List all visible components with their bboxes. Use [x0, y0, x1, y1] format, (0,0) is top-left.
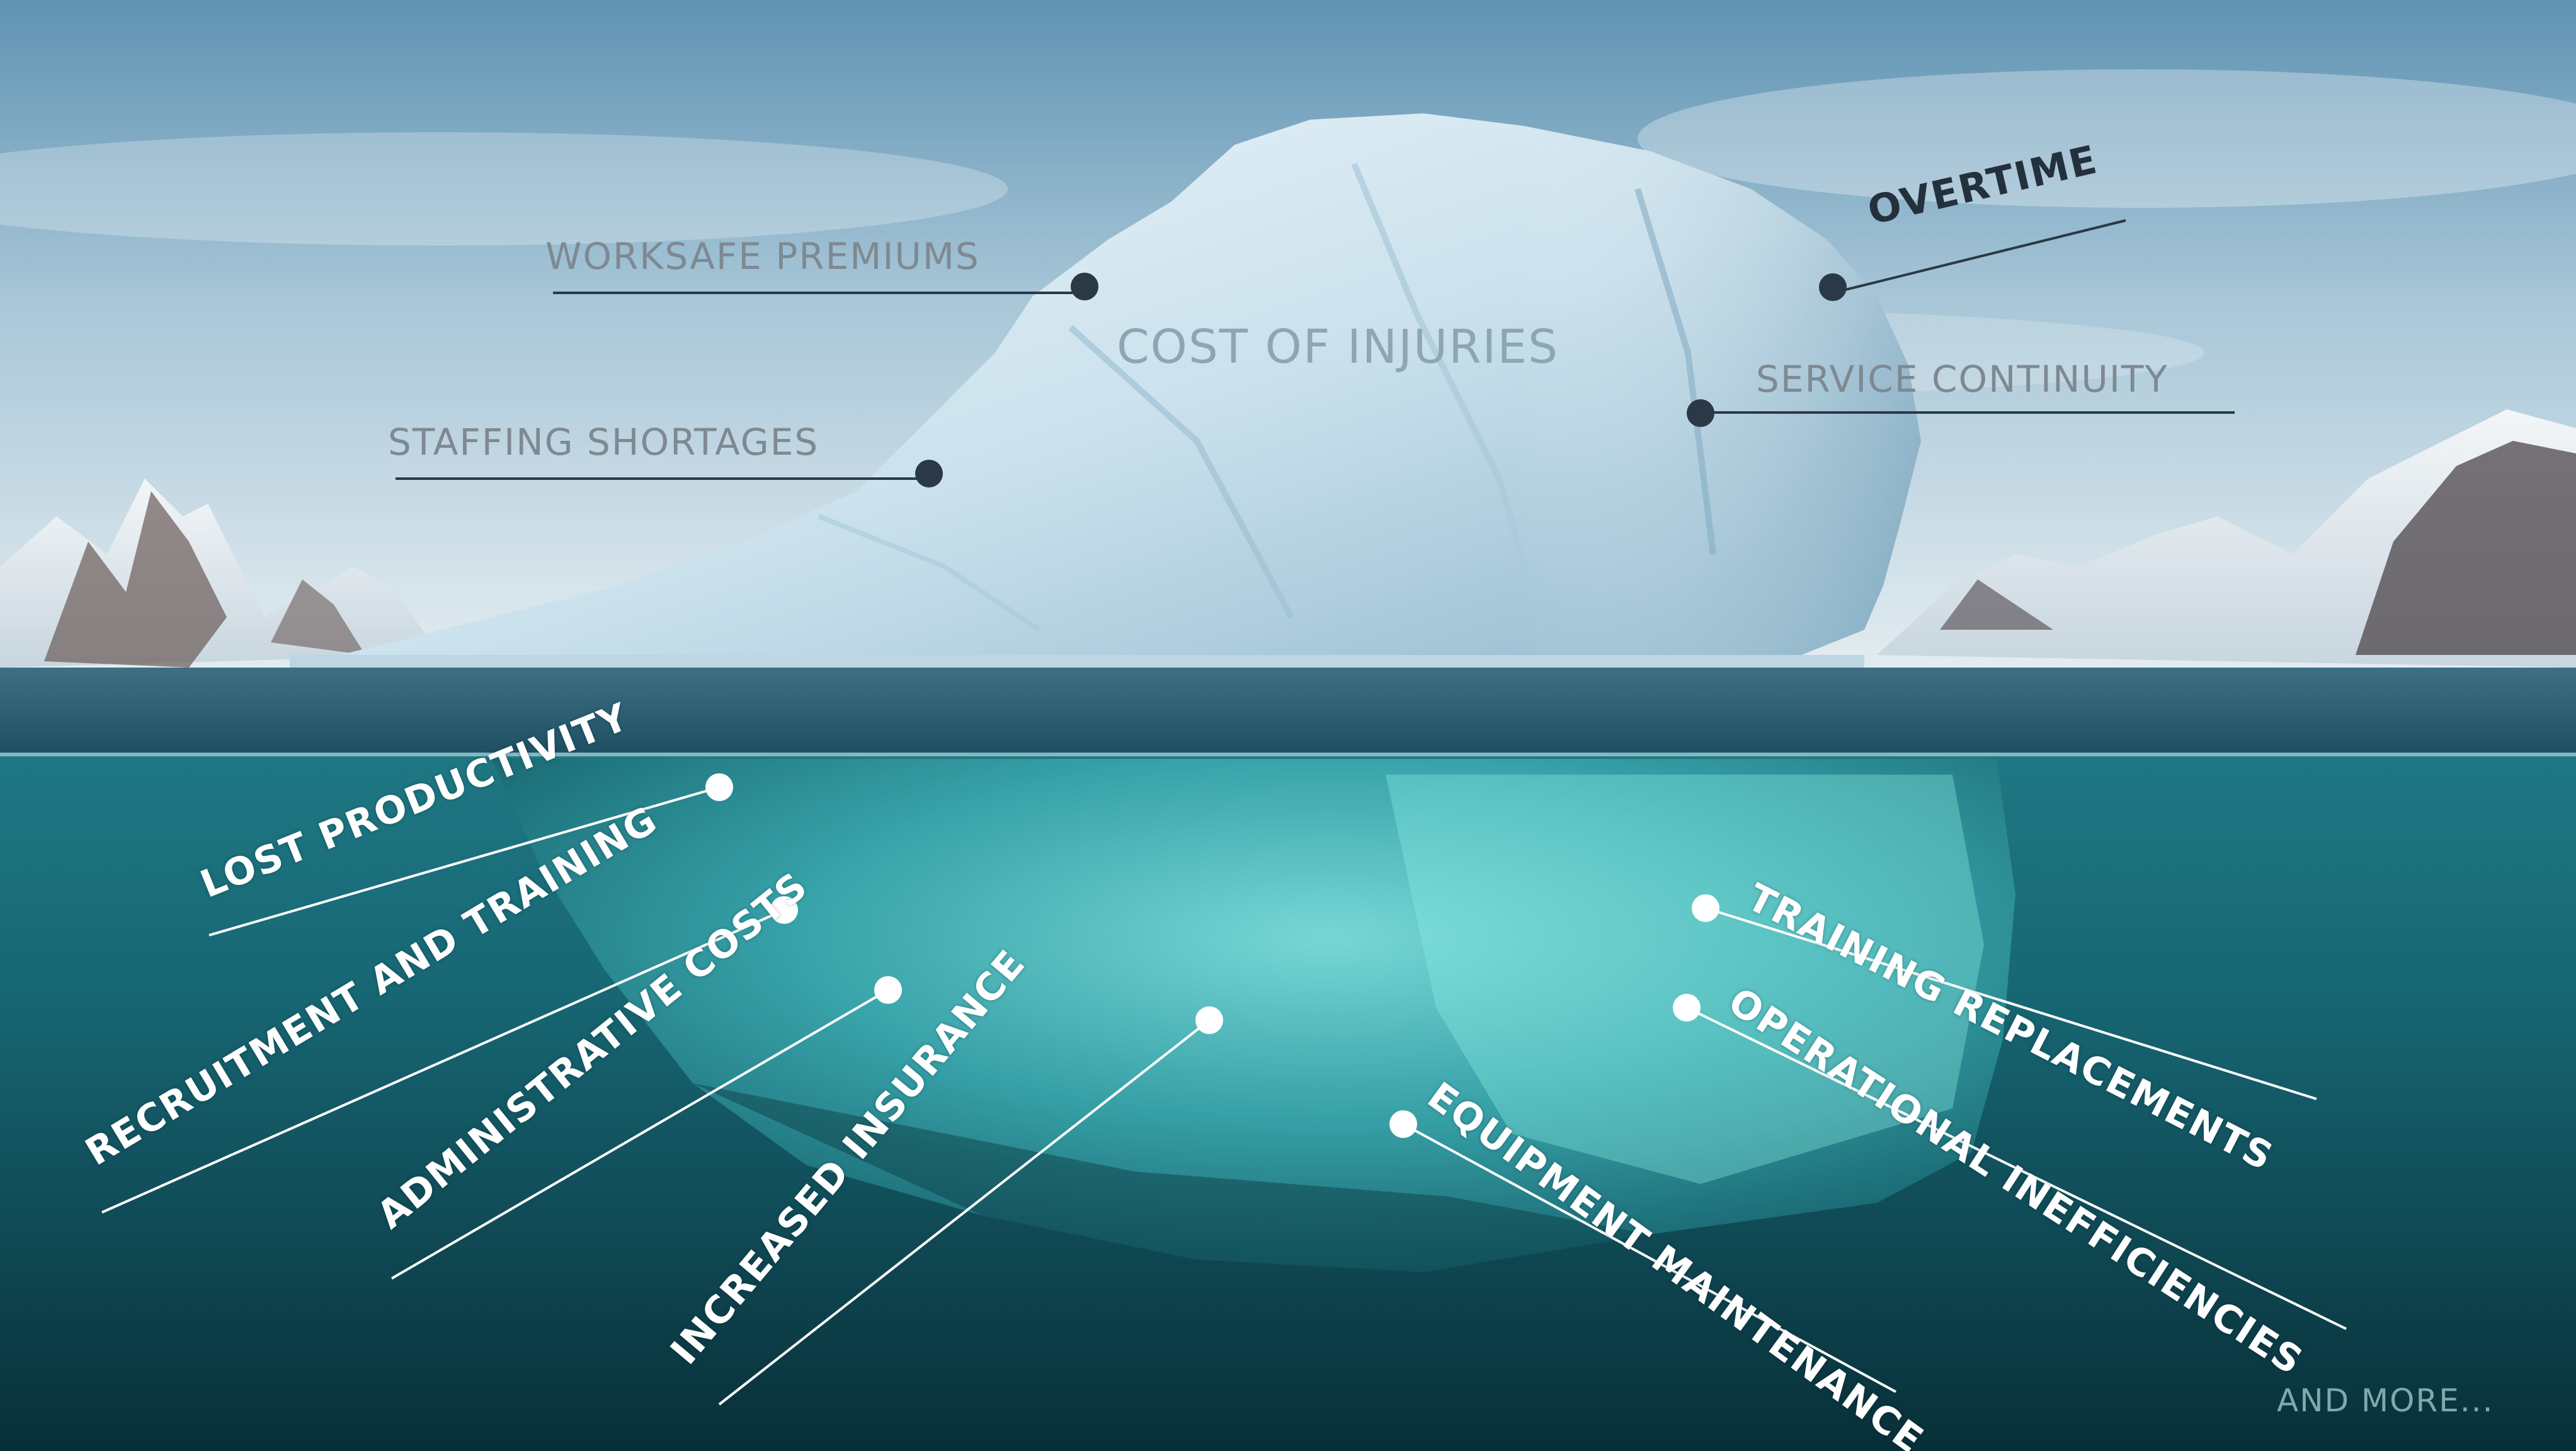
underwater-shadow [693, 1083, 1650, 1272]
leader-dot-overtime [1819, 273, 1847, 301]
iceberg-underwater [491, 759, 2015, 1272]
leader-line-insurance [718, 1019, 1211, 1406]
cloud [0, 132, 1008, 246]
ice-crease [818, 514, 1041, 632]
mountains-right-rock [1940, 579, 2053, 630]
leader-dot-administrative [874, 976, 902, 1004]
ice-crease [1634, 188, 1716, 555]
leader-dot-lost-productivity [705, 773, 733, 801]
leader-dot-recruitment [770, 896, 798, 924]
label-staffing-shortages: STAFFING SHORTAGES [388, 421, 819, 464]
leader-dot-operational [1673, 994, 1701, 1021]
leader-line-training-replacements [1705, 907, 2317, 1100]
water-surface [0, 668, 2576, 756]
mountains-right-rock [2356, 441, 2576, 655]
leader-line-operational [1686, 1006, 2347, 1330]
mountains-left-rock [271, 579, 365, 655]
leader-dot-equipment [1389, 1110, 1417, 1138]
center-title: COST OF INJURIES [1117, 320, 1559, 374]
underwater-highlight [1386, 775, 1984, 1184]
cloud [1638, 69, 2576, 208]
leader-line-recruitment [101, 909, 785, 1214]
leader-dot-worksafe [1071, 273, 1098, 300]
leader-lines [101, 219, 2347, 1406]
ice-crease [1068, 325, 1294, 619]
leader-dot-staffing [915, 460, 943, 487]
leader-line-overtime [1832, 219, 2126, 294]
mountains-left-rock [44, 491, 227, 668]
ice-crease [1351, 162, 1546, 631]
leader-line-lost-productivity [208, 786, 720, 936]
leader-line-equipment [1403, 1123, 1896, 1393]
leader-dot-training-replacements [1692, 894, 1719, 922]
label-service-continuity: SERVICE CONTINUITY [1756, 358, 2169, 401]
footer-and-more: AND MORE... [2277, 1382, 2494, 1419]
label-worksafe-premiums: WORKSAFE PREMIUMS [545, 235, 980, 278]
leader-dot-service [1687, 399, 1714, 427]
iceberg-top-shade [1512, 139, 1921, 668]
leader-line-administrative [390, 989, 889, 1280]
leader-dot-insurance [1195, 1006, 1223, 1034]
